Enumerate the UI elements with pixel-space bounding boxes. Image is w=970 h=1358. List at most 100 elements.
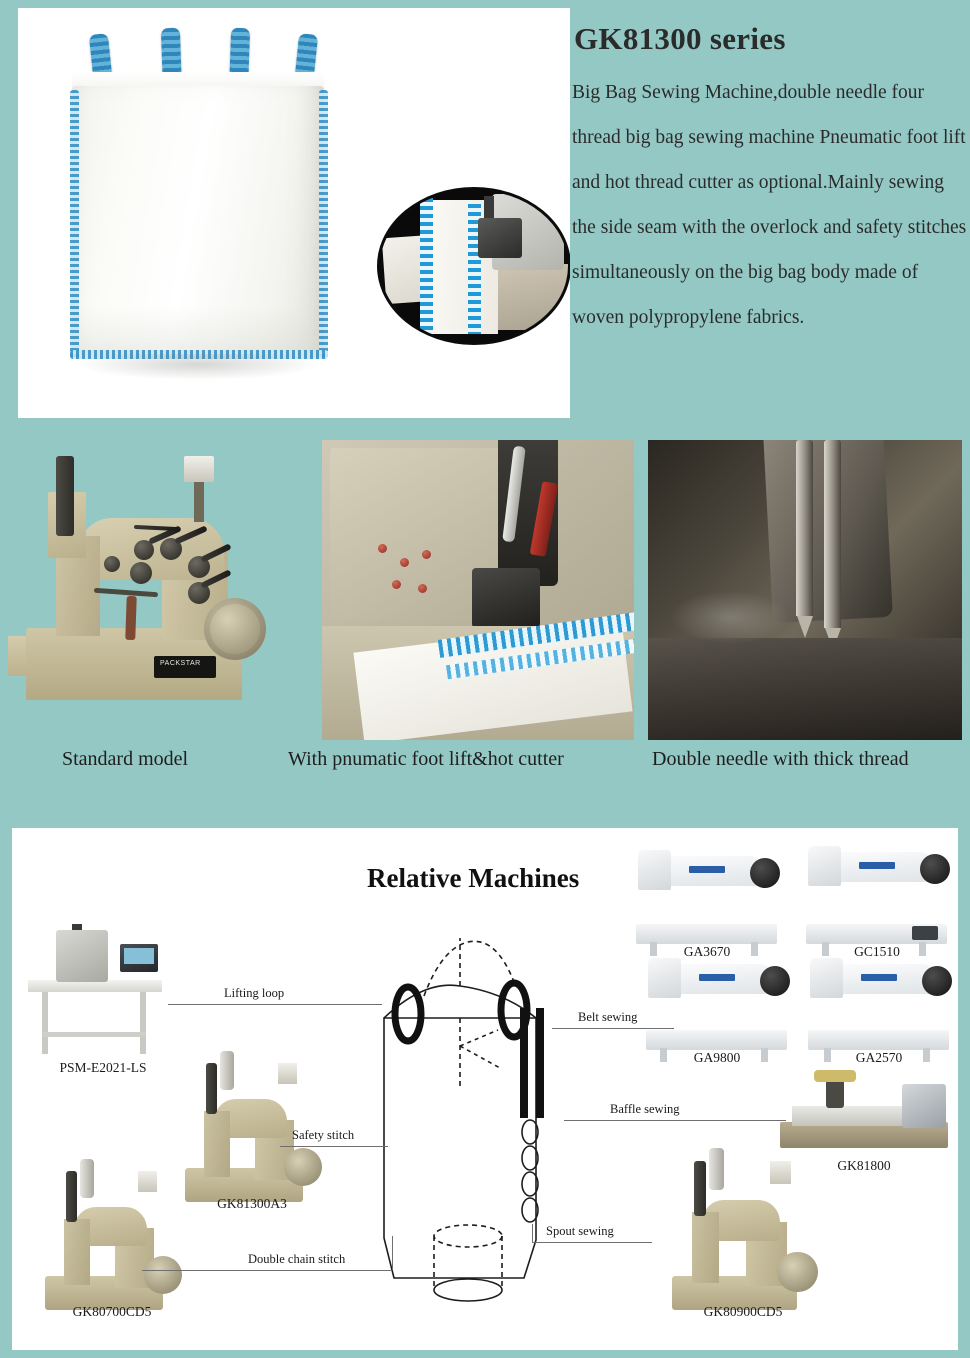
stand-leg bbox=[824, 1048, 831, 1062]
hand-wheel bbox=[777, 1251, 818, 1293]
needle bbox=[796, 440, 813, 616]
bag-side-seam bbox=[70, 90, 79, 358]
relative-machines-panel: Relative Machines bbox=[12, 828, 958, 1350]
hand-wheel bbox=[144, 1255, 183, 1294]
brand-nameplate: PACKSTAR bbox=[154, 656, 216, 678]
variant-photo-row: PACKSTAR bbox=[0, 440, 970, 740]
looper-shaft bbox=[93, 587, 159, 598]
machine-head bbox=[902, 1084, 946, 1128]
lift-cylinder bbox=[205, 1063, 217, 1114]
motor-unit bbox=[912, 926, 938, 940]
lift-cylinder bbox=[56, 456, 74, 536]
leader-line-belt-sewing bbox=[552, 1028, 674, 1029]
flat-bed bbox=[646, 1030, 787, 1050]
stand-leg bbox=[650, 942, 657, 956]
page-title: GK81300 series bbox=[574, 21, 786, 56]
pneumatic-cylinder bbox=[220, 1051, 235, 1090]
leader-line-safety-stitch bbox=[280, 1146, 388, 1147]
overlock-stitch bbox=[420, 198, 433, 334]
control-panel-screen bbox=[120, 944, 158, 972]
needle-point bbox=[797, 616, 813, 638]
variant-caption-row: Standard model With pnumatic foot lift&h… bbox=[0, 748, 970, 798]
hand-wheel bbox=[750, 858, 780, 888]
machine-label: GA2570 bbox=[855, 1050, 903, 1065]
machine-thumb-psm-e2021-ls[interactable]: PSM-E2021-LS bbox=[28, 924, 178, 1075]
machine-head bbox=[810, 958, 843, 998]
stand-leg bbox=[660, 1048, 667, 1062]
machine-thumb-gk81800[interactable]: GK81800 bbox=[774, 1070, 954, 1198]
leader-line-lifting-loop bbox=[168, 1004, 382, 1005]
variant-photo-standard: PACKSTAR bbox=[8, 440, 308, 740]
table-leg bbox=[42, 992, 48, 1054]
stand-leg bbox=[923, 1048, 930, 1062]
pneumatic-cylinder bbox=[709, 1148, 725, 1190]
machine-bed bbox=[484, 264, 568, 330]
bag-bottom-seam bbox=[70, 350, 328, 359]
fibc-diagram-svg bbox=[383, 938, 544, 1302]
thread-spool bbox=[770, 1161, 791, 1184]
machine-thumb-ga2570[interactable]: GA2570 bbox=[804, 956, 954, 1066]
table-rail bbox=[42, 1032, 146, 1037]
caption-pneumatic-hot-cutter: With pnumatic foot lift&hot cutter bbox=[288, 748, 564, 770]
machine-thumb-gc1510[interactable]: GC1510 bbox=[802, 844, 952, 960]
product-description: Big Bag Sewing Machine,double needle fou… bbox=[572, 82, 967, 328]
section-title: Relative Machines bbox=[367, 863, 580, 893]
machine-head bbox=[638, 850, 671, 890]
callout-lifting-loop: Lifting loop bbox=[224, 986, 285, 1000]
leader-line-double-chain-stitch bbox=[142, 1270, 392, 1271]
hand-wheel bbox=[284, 1147, 323, 1186]
safety-stitch bbox=[468, 204, 481, 334]
machine-label: GC1510 bbox=[854, 944, 900, 959]
thread-stand-post bbox=[194, 462, 204, 522]
stand-leg bbox=[761, 1048, 768, 1062]
machine-label: GK81800 bbox=[837, 1158, 891, 1173]
machine-label: GA9800 bbox=[693, 1050, 741, 1065]
leader-line-spout-sewing bbox=[532, 1242, 652, 1243]
brand-badge bbox=[859, 862, 895, 869]
thread-spool bbox=[277, 1063, 297, 1084]
hero-product-photo bbox=[18, 8, 570, 418]
highlight-glint bbox=[670, 590, 790, 644]
machine-thumb-ga3670[interactable]: GA3670 bbox=[632, 848, 782, 960]
machine-thumb-gk80900cd5[interactable]: GK80900CD5 bbox=[658, 1148, 828, 1319]
needle-plate bbox=[648, 638, 962, 740]
callout-double-chain-stitch: Double chain stitch bbox=[248, 1252, 346, 1266]
hero-text-block: GK81300 series Big Bag Sewing Machine,do… bbox=[572, 18, 968, 340]
machine-head bbox=[64, 1219, 90, 1285]
hand-wheel bbox=[204, 598, 266, 660]
flat-bed bbox=[806, 924, 947, 944]
machine-label: GK80900CD5 bbox=[703, 1304, 783, 1319]
machine-thumb-gk80700cd5[interactable]: GK80700CD5 bbox=[32, 1159, 192, 1319]
leader-line-vertical bbox=[392, 1236, 393, 1270]
machine-label: GK80700CD5 bbox=[72, 1304, 152, 1319]
thread-spool bbox=[137, 1171, 157, 1192]
flat-bed bbox=[808, 1030, 949, 1050]
leader-line-baffle-sewing bbox=[564, 1120, 786, 1121]
hero-section: GK81300 series Big Bag Sewing Machine,do… bbox=[0, 0, 970, 430]
machine-head bbox=[648, 958, 681, 998]
callout-belt-sewing: Belt sewing bbox=[578, 1010, 638, 1024]
machine-thumb-gk81300a3[interactable]: GK81300A3 bbox=[172, 1051, 332, 1211]
hand-wheel bbox=[922, 966, 952, 996]
lift-cylinder bbox=[826, 1078, 844, 1108]
lift-cylinder bbox=[65, 1171, 77, 1222]
tension-knob bbox=[130, 562, 152, 584]
machine-label: PSM-E2021-LS bbox=[59, 1060, 147, 1075]
stitch-closeup-content bbox=[380, 190, 568, 342]
thread-spool bbox=[184, 456, 214, 482]
callout-baffle-sewing: Baffle sewing bbox=[610, 1102, 680, 1116]
leader-line-vertical bbox=[532, 1224, 533, 1242]
fibc-line-diagram bbox=[364, 918, 594, 1318]
machine-thumb-ga9800[interactable]: GA9800 bbox=[642, 956, 792, 1066]
table-leg bbox=[140, 992, 146, 1054]
hand-wheel bbox=[760, 966, 790, 996]
caption-standard-model: Standard model bbox=[62, 748, 189, 770]
variants-section: PACKSTAR bbox=[0, 430, 970, 820]
work-table bbox=[28, 980, 162, 992]
stand-leg bbox=[751, 942, 758, 956]
variant-photo-pneumatic bbox=[322, 440, 634, 740]
brand-badge bbox=[861, 974, 897, 981]
flat-bed bbox=[636, 924, 777, 944]
bag-side-seam bbox=[319, 90, 328, 358]
variant-photo-double-needle bbox=[648, 440, 962, 740]
